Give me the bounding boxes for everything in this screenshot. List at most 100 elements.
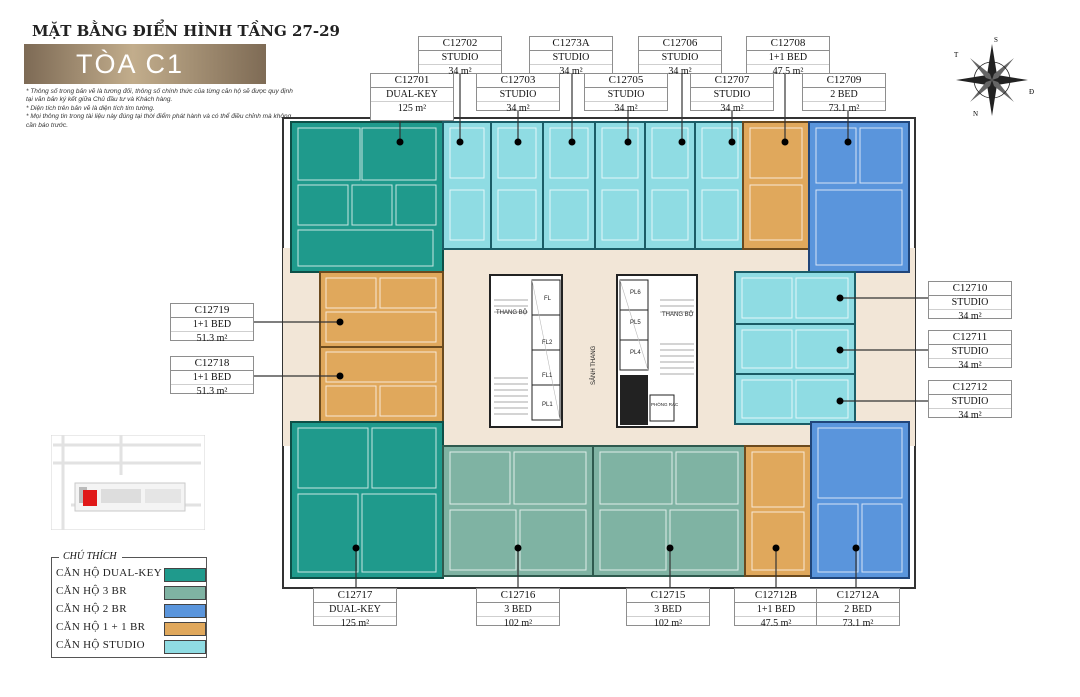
building-banner: TÒA C1: [24, 44, 266, 84]
legend-swatch: [164, 568, 206, 582]
unit-type: STUDIO: [585, 88, 667, 102]
note-item: * Thông số trong bản vẽ là tương đối, th…: [26, 88, 293, 104]
unit-code: C12701: [371, 74, 453, 88]
unit-label-c12712: C12712 STUDIO 34 m²: [928, 380, 1012, 421]
legend: CĂN HỘ DUAL-KEY CĂN HỘ 3 BR CĂN HỘ 2 BR …: [51, 557, 207, 658]
unit-c12719[interactable]: [319, 271, 444, 348]
unit-label-c12719: C12719 1+1 BED 51.3 m²: [170, 303, 254, 344]
unit-code: C12716: [477, 589, 559, 603]
unit-label-c1273a: C1273A STUDIO 34 m²: [529, 36, 613, 77]
unit-label-c12717: C12717 DUAL-KEY 125 m²: [313, 588, 397, 629]
unit-c12701[interactable]: [290, 121, 444, 273]
unit-c12712a[interactable]: [810, 421, 910, 579]
legend-border: [51, 557, 59, 558]
unit-code: C12712A: [817, 589, 899, 603]
lobby-label: SẢNH THANG: [590, 345, 597, 385]
unit-area: 34 m²: [559, 66, 583, 77]
legend-item-3br: CĂN HỘ 3 BR: [56, 584, 206, 600]
unit-code: C12706: [639, 37, 721, 51]
unit-label-c12710: C12710 STUDIO 34 m²: [928, 281, 1012, 322]
legend-item-1plus1: CĂN HỘ 1 + 1 BR: [56, 620, 206, 636]
stair-right-label: THANG BỘ: [662, 311, 694, 318]
unit-code: C12712: [929, 381, 1011, 395]
unit-type: 1+1 BED: [735, 603, 817, 617]
unit-label-c12715: C12715 3 BED 102 m²: [626, 588, 710, 629]
legend-swatch: [164, 604, 206, 618]
unit-area: 47.5 m²: [760, 618, 792, 629]
unit-type: 3 BED: [627, 603, 709, 617]
leader-dots: [336, 138, 860, 552]
unit-type: STUDIO: [929, 345, 1011, 359]
unit-c12712[interactable]: [734, 373, 856, 425]
unit-type: 2 BED: [803, 88, 885, 102]
unit-type: 1+1 BED: [747, 51, 829, 65]
unit-area: 73.1 m²: [828, 103, 860, 114]
unit-label-c12712b: C12712B 1+1 BED 47.5 m²: [734, 588, 818, 629]
legend-border: [122, 557, 206, 558]
compass-n: N: [973, 110, 978, 118]
unit-c12718[interactable]: [319, 346, 444, 423]
interior-walls: [297, 127, 903, 573]
unit-code: C12711: [929, 331, 1011, 345]
unit-code: C12709: [803, 74, 885, 88]
unit-c12712b[interactable]: [744, 445, 812, 577]
unit-area: 34 m²: [448, 66, 472, 77]
unit-type: STUDIO: [639, 51, 721, 65]
unit-type: 3 BED: [477, 603, 559, 617]
compass-s: S: [994, 36, 998, 44]
unit-area: 51.3 m²: [196, 386, 228, 397]
unit-type: 1+1 BED: [171, 371, 253, 385]
unit-label-c12718: C12718 1+1 BED 51.3 m²: [170, 356, 254, 397]
unit-code: C12702: [419, 37, 501, 51]
unit-type: DUAL-KEY: [371, 88, 453, 102]
unit-area: 102 m²: [503, 618, 533, 629]
legend-item-dual-key: CĂN HỘ DUAL-KEY: [56, 566, 206, 582]
unit-type: 2 BED: [817, 603, 899, 617]
disclaimer-notes: * Thông số trong bản vẽ là tương đối, th…: [26, 88, 296, 130]
unit-area: 51.3 m²: [196, 333, 228, 344]
unit-area: 34 m²: [668, 66, 692, 77]
unit-type: STUDIO: [477, 88, 559, 102]
unit-c12715[interactable]: [592, 445, 746, 577]
compass-e: Đ: [1029, 88, 1034, 96]
unit-label-c12702: C12702 STUDIO 34 m²: [418, 36, 502, 77]
unit-area: 102 m²: [653, 618, 683, 629]
studio-row-top: [442, 121, 744, 250]
unit-area: 34 m²: [958, 360, 982, 371]
unit-code: C1273A: [530, 37, 612, 51]
legend-label: CĂN HỘ 3 BR: [56, 585, 127, 597]
unit-area: 34 m²: [958, 410, 982, 421]
unit-area: 34 m²: [614, 103, 638, 114]
site-minimap: [51, 435, 205, 530]
unit-label-c12707: C12707 STUDIO 34 m²: [690, 73, 774, 114]
legend-label: CĂN HỘ STUDIO: [56, 639, 145, 651]
unit-area: 73.1 m²: [842, 618, 874, 629]
note-item: * Diện tích trên bản vẽ là diện tích tim…: [26, 104, 155, 112]
unit-label-c12708: C12708 1+1 BED 47.5 m²: [746, 36, 830, 77]
unit-code: C12708: [747, 37, 829, 51]
legend-label: CĂN HỘ 2 BR: [56, 603, 127, 615]
lift-label: PL1: [542, 402, 553, 408]
unit-c12717[interactable]: [290, 421, 444, 579]
studio-dividers-top: [490, 122, 696, 249]
lift-label: FL: [544, 296, 552, 302]
lift-label: FL2: [542, 340, 553, 346]
unit-label-c12709: C12709 2 BED 73.1 m²: [802, 73, 886, 114]
unit-area: 34 m²: [958, 311, 982, 322]
unit-label-c12706: C12706 STUDIO 34 m²: [638, 36, 722, 77]
unit-area: 47.5 m²: [772, 66, 804, 77]
unit-label-c12701: C12701 DUAL-KEY 125 m²: [370, 73, 454, 121]
lift-label: PL4: [630, 350, 641, 356]
unit-code: C12703: [477, 74, 559, 88]
unit-code: C12718: [171, 357, 253, 371]
note-item: * Mọi thông tin trong tài liệu này đúng …: [26, 113, 292, 129]
unit-c12710[interactable]: [734, 271, 856, 325]
building-name: TÒA C1: [76, 48, 185, 79]
unit-label-c12716: C12716 3 BED 102 m²: [476, 588, 560, 629]
unit-code: C12710: [929, 282, 1011, 296]
unit-c12709[interactable]: [808, 121, 910, 273]
unit-type: STUDIO: [929, 395, 1011, 409]
unit-type: STUDIO: [530, 51, 612, 65]
